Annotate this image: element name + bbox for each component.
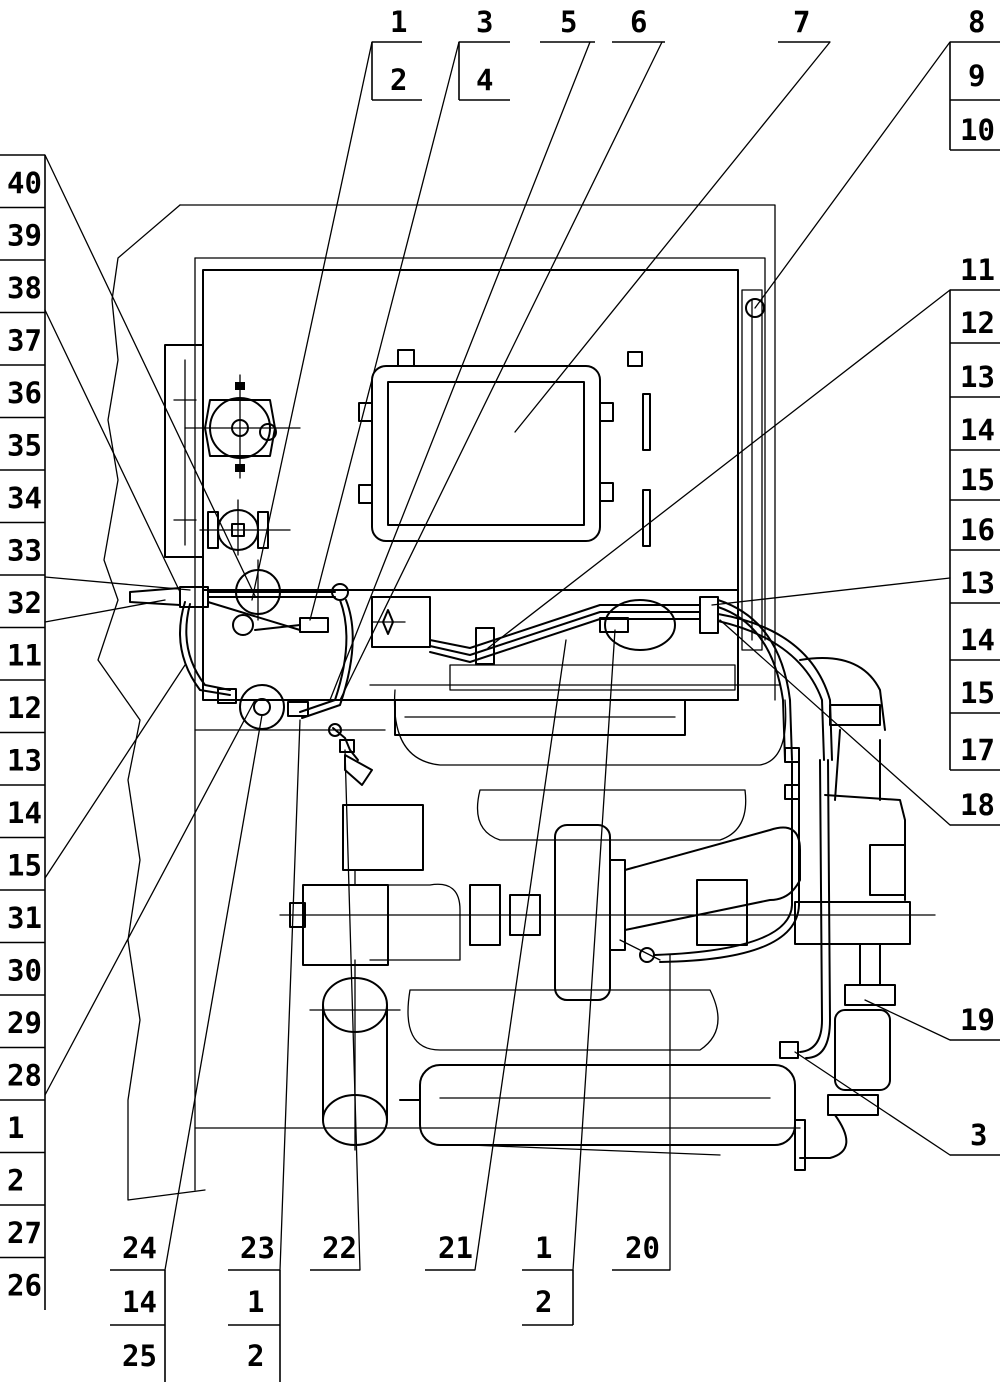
callout-left-14: 14 xyxy=(7,796,42,830)
callout-number: 8 xyxy=(968,5,985,39)
callout-sub2: 25 xyxy=(122,1339,157,1373)
callout-left-30: 30 xyxy=(7,954,42,988)
callout-top-6: 6 xyxy=(612,5,665,43)
callout-bottom-23: 23 1 2 xyxy=(228,1231,281,1382)
callout-sub: 9 xyxy=(968,59,985,93)
callout-left-13: 13 xyxy=(7,744,42,778)
callout-right-15: 15 xyxy=(960,463,995,497)
callout-sub2: 2 xyxy=(247,1339,264,1373)
callout-sub: 4 xyxy=(476,63,493,97)
callout-top-7: 7 xyxy=(778,5,830,43)
callout-left-26: 26 xyxy=(7,1269,42,1303)
cabinet-frame xyxy=(97,204,801,1201)
callout-right-3: 3 xyxy=(970,1118,987,1152)
callout-right-13: 13 xyxy=(960,360,995,394)
callout-number: 1 xyxy=(535,1231,552,1265)
callout-number: 24 xyxy=(122,1231,157,1265)
callout-sub: 2 xyxy=(390,63,407,97)
callout-top-1: 1 2 xyxy=(371,5,422,101)
valve-gauge-icon xyxy=(199,499,291,556)
callout-sub: 14 xyxy=(122,1285,157,1319)
callout-right-14: 14 xyxy=(960,623,995,657)
callout-left-27: 27 xyxy=(7,1216,42,1250)
callout-right-12: 12 xyxy=(960,306,995,340)
callout-bottom-24: 24 14 25 xyxy=(110,1231,166,1382)
callout-number: 21 xyxy=(438,1231,473,1265)
callout-right-13: 13 xyxy=(960,566,995,600)
leader-lines xyxy=(44,41,951,1271)
callout-right-14: 14 xyxy=(960,413,995,447)
callout-left-1: 1 xyxy=(7,1111,24,1145)
callout-left-38: 38 xyxy=(7,271,42,305)
callout-right-16: 16 xyxy=(960,513,995,547)
callout-bottom-1: 1 2 xyxy=(522,1231,574,1326)
callout-bottom-21: 21 xyxy=(425,1231,475,1271)
callout-left-12: 12 xyxy=(7,691,42,725)
bolt-icon xyxy=(745,298,765,318)
callout-top-3: 3 4 xyxy=(458,5,510,101)
callout-left-39: 39 xyxy=(7,219,42,253)
callout-bottom-22: 22 xyxy=(310,1231,360,1271)
callout-left-37: 37 xyxy=(7,324,42,358)
callout-left-15: 15 xyxy=(7,849,42,883)
callout-number: 23 xyxy=(240,1231,275,1265)
callout-left-40: 40 xyxy=(7,166,42,200)
callout-left-11: 11 xyxy=(7,639,42,673)
callout-right-18: 18 xyxy=(960,788,995,822)
piping-upper xyxy=(129,559,833,1059)
callout-number: 1 xyxy=(390,5,407,39)
callout-right-19: 19 xyxy=(960,1003,995,1037)
callout-left-31: 31 xyxy=(7,901,42,935)
callout-left-34: 34 xyxy=(7,481,42,515)
callout-left-column: 4039383736353433321112131415313029281227… xyxy=(0,154,46,1310)
callout-left-36: 36 xyxy=(7,376,42,410)
control-panel xyxy=(164,269,765,701)
callout-right-11: 11 xyxy=(960,253,995,287)
callout-left-33: 33 xyxy=(7,534,42,568)
pressure-gauge-icon xyxy=(184,374,301,479)
callout-sub2: 10 xyxy=(960,113,995,147)
callout-number: 6 xyxy=(630,5,647,39)
callout-top-5: 5 xyxy=(540,5,595,43)
callout-number: 5 xyxy=(560,5,577,39)
callout-number: 20 xyxy=(625,1231,660,1265)
callout-bottom-20: 20 xyxy=(612,1231,670,1271)
callout-sub: 1 xyxy=(247,1285,264,1319)
callout-left-29: 29 xyxy=(7,1006,42,1040)
engine-assembly xyxy=(279,657,936,1171)
callout-left-2: 2 xyxy=(7,1164,24,1198)
callout-right-15: 15 xyxy=(960,676,995,710)
callout-left-32: 32 xyxy=(7,586,42,620)
callout-right-17: 17 xyxy=(960,733,995,767)
callout-right-column: 11 12 13 14 15 16 13 14 15 17 18 19 3 xyxy=(949,253,1000,1156)
callout-left-28: 28 xyxy=(7,1059,42,1093)
callout-top-8: 8 9 10 xyxy=(949,5,1000,151)
callout-left-35: 35 xyxy=(7,429,42,463)
callout-number: 22 xyxy=(322,1231,357,1265)
callout-number: 7 xyxy=(793,5,810,39)
callout-number: 3 xyxy=(476,5,493,39)
callout-sub: 2 xyxy=(535,1285,552,1319)
